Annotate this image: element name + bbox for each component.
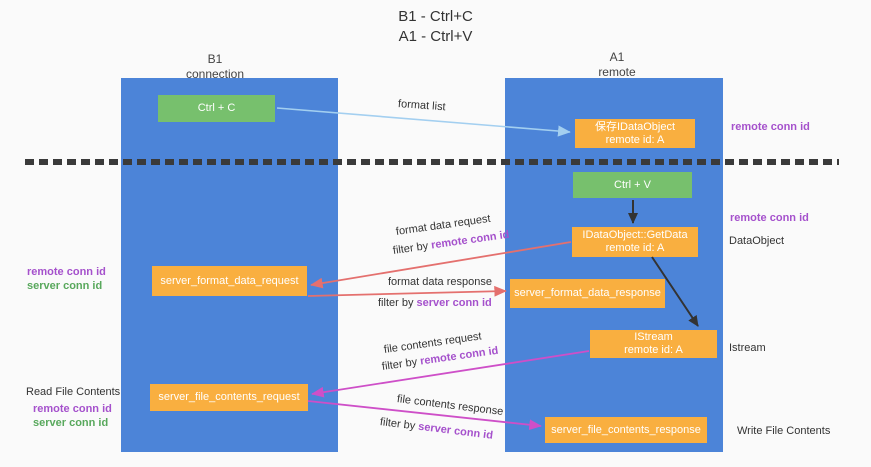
server-file-contents-response-box: server_file_contents_response: [545, 417, 707, 443]
server-format-data-response-box: server_format_data_response: [510, 279, 665, 308]
istream-box: IStream remote id: A: [590, 330, 717, 358]
getdata-line2: remote id: A: [605, 242, 665, 254]
save-dataobject-line1: 保存IDataObject: [594, 120, 676, 133]
write-file-contents-label: Write File Contents: [737, 425, 831, 437]
ctrl-c-box: Ctrl + C: [158, 95, 275, 122]
right-column-header: A1 remote: [557, 50, 677, 80]
right-column-role: remote: [598, 65, 636, 79]
save-dataobject-box: 保存IDataObject remote id: A: [575, 119, 695, 148]
server-conn-id-text: server conn id: [417, 420, 494, 442]
istream-side-label: Istream: [729, 342, 766, 354]
left-server-conn-id-bottom: server conn id: [33, 417, 109, 429]
dashed-separator: [25, 159, 839, 165]
server-file-contents-response-label: server_file_contents_response: [551, 423, 701, 436]
left-server-conn-id-mid: server conn id: [27, 280, 103, 292]
getdata-line1: IDataObject::GetData: [582, 229, 688, 241]
format-data-response-label: format data response: [388, 276, 492, 288]
format-data-response-filter-label: filter by server conn id: [378, 297, 492, 309]
file-contents-response-filter-label: filter by server conn id: [379, 416, 493, 442]
left-remote-conn-id-bottom: remote conn id: [33, 403, 112, 415]
right-remote-conn-id-top: remote conn id: [731, 121, 810, 133]
server-file-contents-request-label: server_file_contents_request: [158, 391, 300, 403]
filter-by-text: filter by: [379, 416, 416, 433]
ctrl-v-label: Ctrl + V: [614, 178, 651, 191]
right-column-name: A1: [609, 50, 625, 64]
ctrl-c-label: Ctrl + C: [197, 102, 236, 114]
diagram-title-line2: A1 - Ctrl+V: [398, 28, 473, 45]
filter-by-text: filter by: [392, 240, 429, 257]
save-dataobject-line2: remote id: A: [605, 133, 665, 146]
server-format-data-request-box: server_format_data_request: [152, 266, 307, 296]
server-format-data-response-label: server_format_data_response: [514, 287, 661, 299]
file-contents-response-label: file contents response: [396, 393, 504, 418]
dataobject-label: DataObject: [729, 235, 785, 247]
getdata-box: IDataObject::GetData remote id: A: [572, 227, 698, 257]
server-file-contents-request-box: server_file_contents_request: [150, 384, 308, 411]
server-format-data-request-label: server_format_data_request: [160, 274, 299, 287]
left-column-name: B1: [207, 52, 223, 66]
left-remote-conn-id-mid: remote conn id: [27, 266, 106, 278]
filter-by-text: filter by: [378, 297, 414, 309]
ctrl-v-box: Ctrl + V: [573, 172, 692, 198]
left-column-header: B1 connection: [155, 52, 275, 82]
right-remote-conn-id-mid: remote conn id: [730, 212, 809, 224]
istream-line2: remote id: A: [624, 344, 683, 356]
server-conn-id-text: server conn id: [416, 297, 492, 309]
filter-by-text: filter by: [381, 356, 418, 373]
read-file-contents-label: Read File Contents: [26, 386, 121, 398]
istream-line1: IStream: [634, 331, 673, 343]
left-column-role: connection: [185, 67, 245, 81]
format-list-label: format list: [397, 98, 446, 114]
diagram-title-line1: B1 - Ctrl+C: [398, 8, 473, 25]
remote-conn-id-text: remote conn id: [430, 228, 511, 252]
